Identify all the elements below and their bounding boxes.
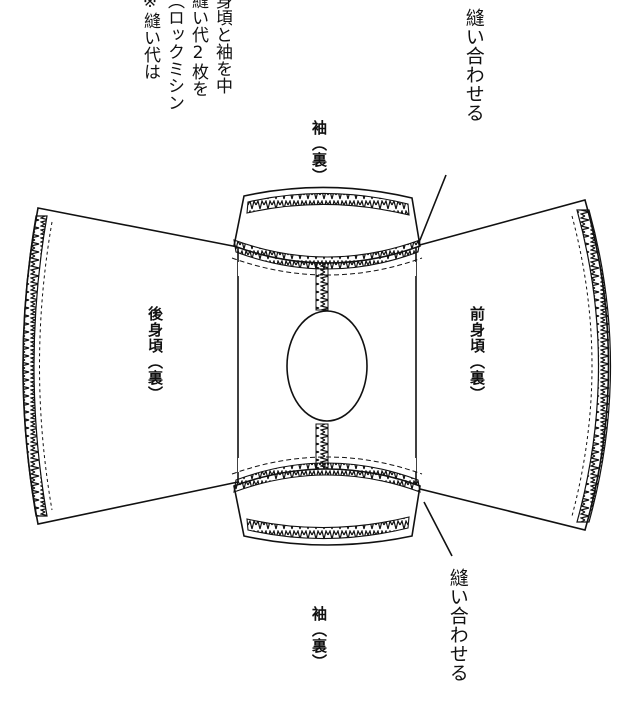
note-line-4: ※縫い代は <box>140 0 160 80</box>
front-body-label: 前身頃（裏） <box>468 306 486 402</box>
front-hem-overlock <box>576 209 612 523</box>
sleeve-top-stitch <box>231 257 423 276</box>
sleeve-bottom-cuff-overlock <box>246 516 410 540</box>
leader-line-top <box>419 174 447 241</box>
sleeve-bottom-stitch <box>231 456 423 475</box>
sleeve-top-piece <box>231 186 423 276</box>
sleeve-bottom-label: 袖（裏） <box>310 606 328 670</box>
back-body-piece <box>22 207 239 525</box>
front-body-piece <box>415 199 612 531</box>
note-line-3: （ロックミシン <box>164 0 184 111</box>
sew-together-label-bottom: 縫い合わせる <box>446 568 469 682</box>
back-hem-overlock <box>22 215 48 517</box>
sew-together-label-top: 縫い合わせる <box>462 8 485 122</box>
back-hem-stitch <box>39 221 53 511</box>
note-line-1: 身頃と袖を中 <box>212 0 232 94</box>
neck-opening <box>286 310 368 422</box>
note-line-2: 縫い代2枚を <box>188 0 208 97</box>
sleeve-top-armhole-overlock <box>233 239 421 270</box>
front-hem-stitch <box>571 215 593 517</box>
back-body-label: 後身頃（裏） <box>146 306 164 402</box>
sleeve-top-cuff-overlock <box>246 192 410 216</box>
sleeve-bottom-armhole-overlock <box>233 462 421 493</box>
instruction-note: 身頃と袖を中 縫い代2枚を （ロックミシン ※縫い代は <box>140 0 232 142</box>
sleeve-bottom-piece <box>231 456 423 546</box>
sleeve-top-label: 袖（裏） <box>310 120 328 184</box>
leader-line-bottom <box>423 501 453 557</box>
